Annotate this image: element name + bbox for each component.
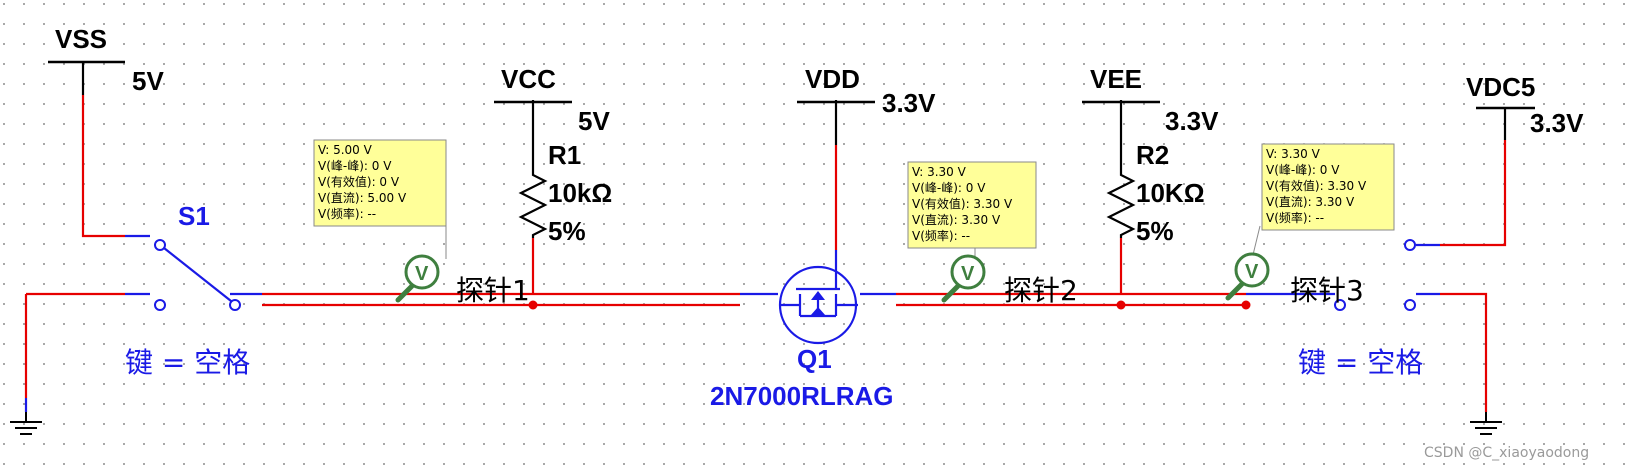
resistor-r2[interactable]: R2 10KΩ 5%	[1106, 140, 1205, 246]
voltage-probe-icon	[1234, 252, 1270, 288]
probe-1-name: 探针1	[456, 274, 530, 307]
probe-1-line: V(有效值): 0 V	[318, 174, 400, 189]
ground-right	[1470, 412, 1502, 435]
voltage-probe-icon	[404, 254, 440, 290]
probe-3-name: 探针3	[1290, 274, 1364, 307]
supply-vcc-name: VCC	[501, 64, 556, 94]
probe-2-readout	[907, 161, 1037, 249]
probe-1-readout	[313, 139, 447, 227]
supply-vdd[interactable]: VDD 3.3V	[797, 64, 936, 118]
probe-3-line: V(峰-峰): 0 V	[1266, 163, 1340, 177]
resistor-r2-value: 10KΩ	[1136, 178, 1205, 208]
probe-1-line: V(频率): --	[318, 206, 376, 221]
supply-vss[interactable]: VSS 5V	[48, 24, 164, 96]
probe-1-line: V: 5.00 V	[318, 143, 373, 157]
supply-vdd-value: 3.3V	[882, 88, 936, 118]
wires	[24, 62, 1507, 412]
resistor-r1-value: 10kΩ	[548, 178, 612, 208]
probe-2-line: V(有效值): 3.30 V	[912, 196, 1013, 211]
probe-2-line: V(直流): 3.30 V	[912, 213, 1001, 227]
probe-2-line: V(峰-峰): 0 V	[912, 181, 986, 195]
supply-vdc5[interactable]: VDC5 3.3V	[1466, 72, 1584, 138]
probe-3-readout	[1261, 143, 1395, 231]
resistor-r1-ref: R1	[548, 140, 581, 170]
voltage-probe-icon	[950, 254, 986, 290]
watermark: CSDN @C_xiaoyaodong	[1424, 445, 1589, 461]
mosfet-q1-part: 2N7000RLRAG	[710, 381, 894, 411]
probe-3-line: V(直流): 3.30 V	[1266, 195, 1355, 209]
probe-1-line: V(直流): 5.00 V	[318, 191, 407, 205]
probe-2-line: V: 3.30 V	[912, 165, 967, 179]
probe-2-symbol: V	[961, 263, 975, 285]
probe-1-symbol: V	[415, 263, 429, 285]
probe-1-line: V(峰-峰): 0 V	[318, 159, 392, 173]
probe-3-symbol: V	[1245, 261, 1259, 283]
probe-2[interactable]: V: 3.30 V V(峰-峰): 0 V V(有效值): 3.30 V V(直…	[907, 161, 1078, 307]
supply-vdc5-name: VDC5	[1466, 72, 1535, 102]
switch-s2-key: 键 = 空格	[1298, 346, 1423, 379]
switch-s1-key: 键 = 空格	[125, 346, 250, 379]
resistor-r2-tolerance: 5%	[1136, 216, 1174, 246]
probe-2-line: V(频率): --	[912, 228, 970, 243]
probe-3-line: V(有效值): 3.30 V	[1266, 178, 1367, 193]
switch-s1-ref: S1	[178, 201, 210, 231]
ground-left	[10, 412, 42, 435]
mosfet-q1[interactable]: Q1 2N7000RLRAG	[710, 265, 894, 411]
supply-vdd-name: VDD	[805, 64, 860, 94]
switch-s1[interactable]: S1 键 = 空格	[125, 201, 250, 379]
supply-vdc5-value: 3.3V	[1530, 108, 1584, 138]
mosfet-q1-ref: Q1	[797, 344, 832, 374]
probe-3-line: V: 3.30 V	[1266, 147, 1321, 161]
probe-3-line: V(频率): --	[1266, 210, 1324, 225]
supply-vee[interactable]: VEE 3.3V	[1082, 64, 1219, 136]
probe-2-name: 探针2	[1004, 274, 1078, 307]
probe-1[interactable]: V: 5.00 V V(峰-峰): 0 V V(有效值): 0 V V(直流):…	[313, 139, 530, 307]
supply-vss-value: 5V	[132, 66, 164, 96]
supply-vcc[interactable]: VCC 5V	[494, 64, 610, 136]
supply-vee-value: 3.3V	[1165, 106, 1219, 136]
supply-vee-name: VEE	[1090, 64, 1142, 94]
resistor-r2-ref: R2	[1136, 140, 1169, 170]
resistor-r1-tolerance: 5%	[548, 216, 586, 246]
probe-3[interactable]: V: 3.30 V V(峰-峰): 0 V V(有效值): 3.30 V V(直…	[1225, 143, 1395, 307]
resistor-r1[interactable]: R1 10kΩ 5%	[518, 140, 612, 246]
supply-vcc-value: 5V	[578, 106, 610, 136]
supply-vss-name: VSS	[55, 24, 107, 54]
